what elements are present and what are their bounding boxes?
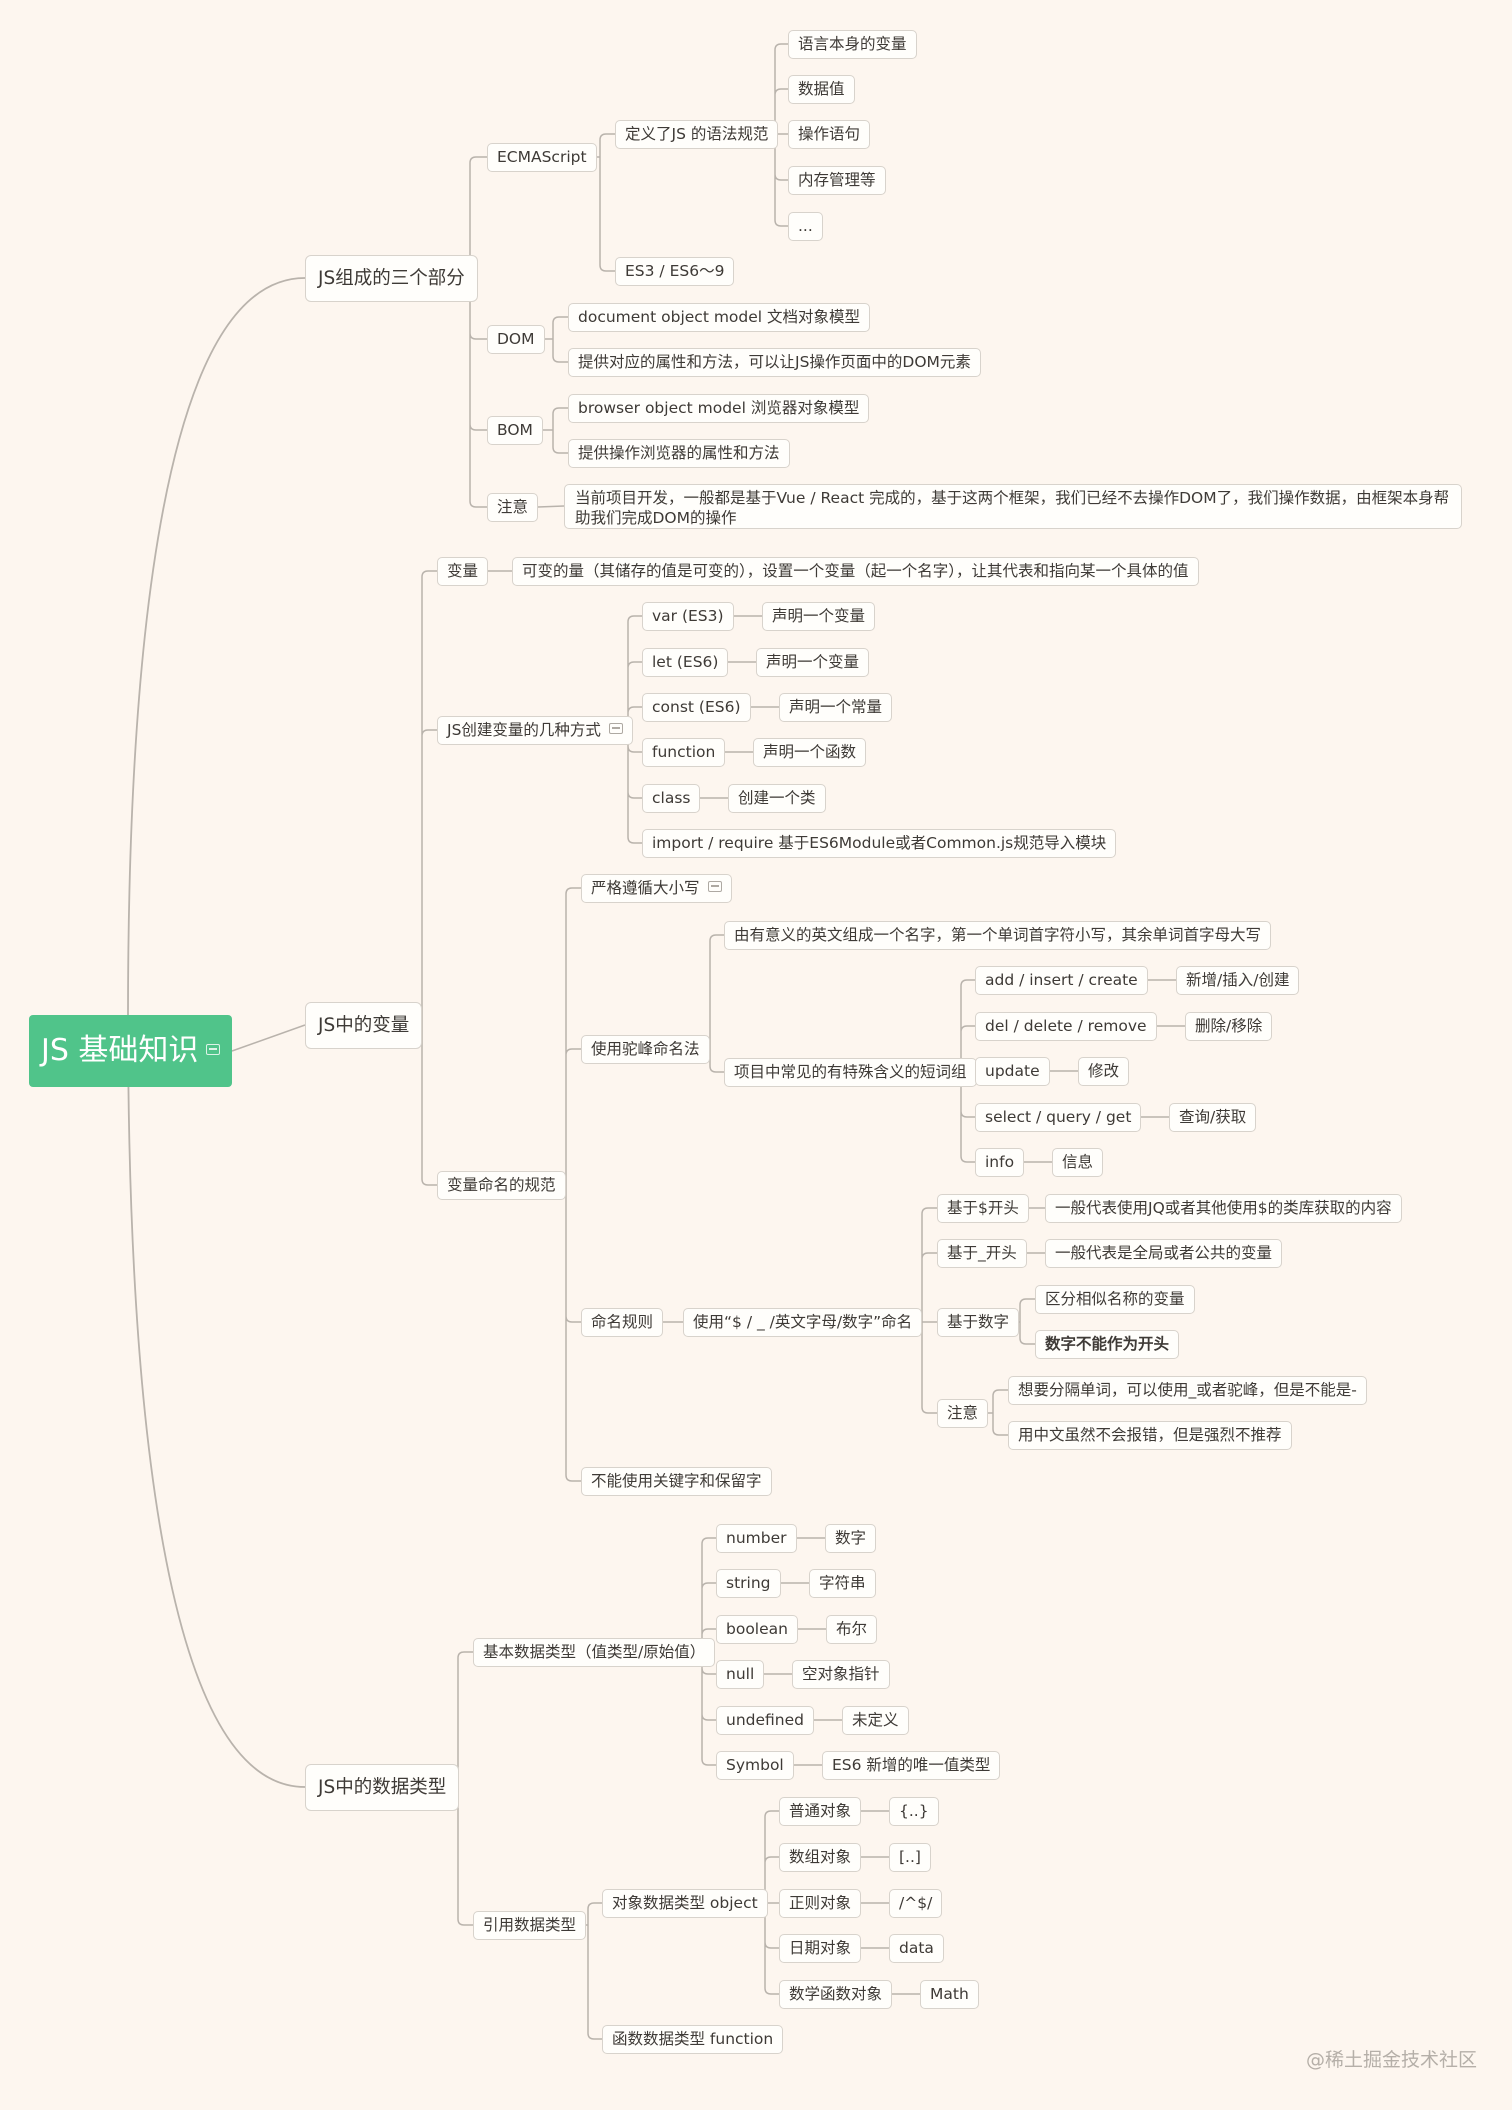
node-creation[interactable]: JS创建变量的几种方式: [437, 715, 633, 745]
node-camel[interactable]: 使用驼峰命名法: [581, 1034, 710, 1064]
branch-js-parts[interactable]: JS组成的三个部分: [305, 254, 478, 302]
phrase-keyword[interactable]: info: [975, 1147, 1025, 1177]
creation-keyword[interactable]: const (ES6): [642, 692, 751, 722]
node-rules[interactable]: 命名规则: [581, 1307, 664, 1337]
primitive-desc[interactable]: 布尔: [826, 1614, 878, 1644]
phrase-keyword[interactable]: select / query / get: [975, 1102, 1142, 1132]
node-syntax[interactable]: 定义了JS 的语法规范: [615, 119, 779, 149]
primitive-desc[interactable]: 未定义: [842, 1705, 909, 1735]
digits-item[interactable]: 数字不能作为开头: [1035, 1329, 1180, 1359]
naming-case-sensitive[interactable]: 严格遵循大小写: [581, 873, 732, 903]
rules-usage[interactable]: 使用“$ / _ /英文字母/数字”命名: [683, 1307, 923, 1337]
phrase-keyword[interactable]: add / insert / create: [975, 965, 1148, 995]
phrase-desc[interactable]: 信息: [1052, 1147, 1104, 1177]
creation-keyword[interactable]: class: [642, 783, 701, 813]
node-note[interactable]: 注意: [487, 492, 539, 522]
note-icon: [608, 722, 623, 734]
node-naming[interactable]: 变量命名的规范: [437, 1170, 566, 1200]
creation-keyword[interactable]: function: [642, 737, 726, 767]
node-bom[interactable]: BOM: [487, 415, 543, 445]
syntax-item[interactable]: 操作语句: [788, 119, 871, 149]
note-icon: [206, 1044, 221, 1055]
primitive-type[interactable]: undefined: [716, 1705, 814, 1735]
dom-item[interactable]: document object model 文档对象模型: [568, 302, 871, 332]
dom-item[interactable]: 提供对应的属性和方法，可以让JS操作页面中的DOM元素: [568, 347, 981, 377]
primitive-desc[interactable]: 空对象指针: [792, 1659, 890, 1689]
primitive-type[interactable]: null: [716, 1659, 765, 1689]
creation-keyword[interactable]: import / require 基于ES6Module或者Common.js规…: [642, 828, 1117, 858]
rule-dollar-desc[interactable]: 一般代表使用JQ或者其他使用$的类库获取的内容: [1045, 1193, 1402, 1223]
digits-item[interactable]: 区分相似名称的变量: [1035, 1284, 1195, 1314]
branch-variables[interactable]: JS中的变量: [305, 1001, 423, 1049]
phrase-keyword[interactable]: del / delete / remove: [975, 1011, 1157, 1041]
node-versions[interactable]: ES3 / ES6～9: [615, 256, 735, 286]
node-variable[interactable]: 变量: [437, 556, 489, 586]
object-example[interactable]: data: [889, 1933, 944, 1963]
variable-desc[interactable]: 可变的量（其储存的值是可变的），设置一个变量（起一个名字），让其代表和指向某一个…: [512, 556, 1199, 586]
node-primitive[interactable]: 基本数据类型（值类型/原始值）: [473, 1637, 716, 1667]
rule-digits[interactable]: 基于数字: [937, 1307, 1020, 1337]
rule-dollar[interactable]: 基于$开头: [937, 1193, 1029, 1223]
phrase-desc[interactable]: 查询/获取: [1169, 1102, 1257, 1132]
object-kind[interactable]: 普通对象: [779, 1796, 862, 1826]
syntax-item[interactable]: 语言本身的变量: [788, 29, 917, 59]
object-example[interactable]: {..}: [889, 1796, 939, 1826]
node-reference[interactable]: 引用数据类型: [473, 1910, 587, 1940]
object-kind[interactable]: 数组对象: [779, 1842, 862, 1872]
root-topic[interactable]: JS 基础知识: [29, 1015, 232, 1087]
creation-keyword[interactable]: var (ES3): [642, 601, 734, 631]
node-dom[interactable]: DOM: [487, 324, 545, 354]
primitive-desc[interactable]: ES6 新增的唯一值类型: [822, 1750, 1001, 1780]
primitive-type[interactable]: number: [716, 1523, 797, 1553]
syntax-item[interactable]: ...: [788, 211, 823, 241]
primitive-type[interactable]: string: [716, 1568, 781, 1598]
creation-desc[interactable]: 声明一个函数: [753, 737, 867, 767]
camel-rule[interactable]: 由有意义的英文组成一个名字，第一个单词首字符小写，其余单词首字母大写: [724, 920, 1272, 950]
rule-note-item[interactable]: 想要分隔单词，可以使用_或者驼峰，但是不能是-: [1008, 1375, 1367, 1405]
node-ecmascript[interactable]: ECMAScript: [487, 142, 597, 172]
node-object[interactable]: 对象数据类型 object: [602, 1888, 768, 1918]
creation-desc[interactable]: 声明一个常量: [779, 692, 893, 722]
object-example[interactable]: Math: [920, 1979, 979, 2009]
creation-keyword[interactable]: let (ES6): [642, 647, 729, 677]
phrase-desc[interactable]: 新增/插入/创建: [1176, 965, 1300, 995]
creation-desc[interactable]: 声明一个变量: [762, 601, 876, 631]
branch-types[interactable]: JS中的数据类型: [305, 1763, 460, 1811]
phrase-keyword[interactable]: update: [975, 1056, 1050, 1086]
object-kind[interactable]: 日期对象: [779, 1933, 862, 1963]
rule-underscore-desc[interactable]: 一般代表是全局或者公共的变量: [1045, 1238, 1283, 1268]
node-function-type[interactable]: 函数数据类型 function: [602, 2024, 784, 2054]
watermark: @稀土掘金技术社区: [1306, 2049, 1478, 2071]
phrase-desc[interactable]: 删除/移除: [1185, 1011, 1273, 1041]
object-kind[interactable]: 正则对象: [779, 1888, 862, 1918]
primitive-type[interactable]: boolean: [716, 1614, 798, 1644]
bom-item[interactable]: 提供操作浏览器的属性和方法: [568, 438, 790, 468]
creation-desc[interactable]: 声明一个变量: [756, 647, 870, 677]
phrase-desc[interactable]: 修改: [1078, 1056, 1130, 1086]
primitive-type[interactable]: Symbol: [716, 1750, 794, 1780]
rule-note-item[interactable]: 用中文虽然不会报错，但是强烈不推荐: [1008, 1420, 1292, 1450]
naming-reserved[interactable]: 不能使用关键字和保留字: [581, 1466, 772, 1496]
object-example[interactable]: /^$/: [889, 1888, 943, 1918]
object-example[interactable]: [..]: [889, 1842, 931, 1872]
creation-desc[interactable]: 创建一个类: [728, 783, 826, 813]
note-text[interactable]: 当前项目开发，一般都是基于Vue / React 完成的，基于这两个框架，我们已…: [564, 483, 1462, 529]
note-icon: [707, 880, 722, 892]
node-phrases[interactable]: 项目中常见的有特殊含义的短词组: [724, 1057, 977, 1087]
rule-note[interactable]: 注意: [937, 1398, 989, 1428]
syntax-item[interactable]: 内存管理等: [788, 165, 886, 195]
rule-underscore[interactable]: 基于_开头: [937, 1238, 1027, 1268]
primitive-desc[interactable]: 字符串: [809, 1568, 876, 1598]
root-title: JS 基础知识: [41, 1033, 199, 1068]
syntax-item[interactable]: 数据值: [788, 74, 855, 104]
object-kind[interactable]: 数学函数对象: [779, 1979, 893, 2009]
primitive-desc[interactable]: 数字: [825, 1523, 877, 1553]
bom-item[interactable]: browser object model 浏览器对象模型: [568, 393, 870, 423]
